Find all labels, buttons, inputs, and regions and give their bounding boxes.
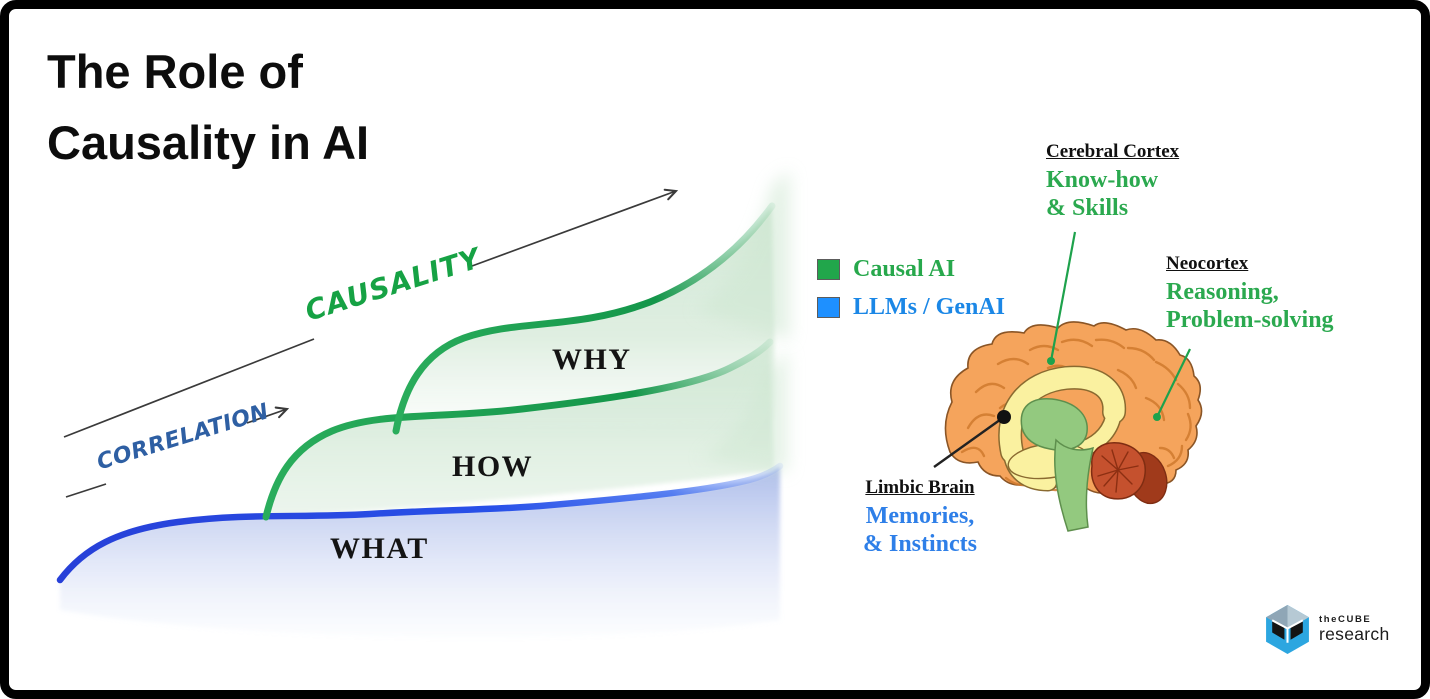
limbic-brain-heading: Limbic Brain <box>865 477 975 498</box>
slide-title-line1: The Role of <box>47 45 303 98</box>
legend-item-causal-ai: Causal AI <box>817 256 1005 283</box>
how-area <box>266 342 774 517</box>
neocortex-heading: Neocortex <box>1166 253 1249 274</box>
region-cerebral-cortex: Cerebral Cortex Know-how & Skills <box>1046 141 1179 222</box>
how-curve <box>262 338 774 521</box>
why-curve <box>392 202 776 435</box>
legend: Causal AI LLMs / GenAI <box>817 256 1005 332</box>
cerebellum-veins <box>1097 449 1139 493</box>
logo-text: theCUBE research <box>1319 614 1390 645</box>
limbic-pointer <box>933 416 1005 468</box>
llms-genai-swatch <box>817 297 840 318</box>
causality-arrow <box>471 188 679 267</box>
limbic-dot <box>997 410 1011 424</box>
limbic-brain-desc2: & Instincts <box>862 531 977 557</box>
slide-title: The Role of Causality in AI <box>47 36 369 178</box>
axis-arrows <box>63 188 679 498</box>
neocortex-pointer <box>1156 348 1191 418</box>
correlation-dash <box>65 483 107 498</box>
neocortex-desc1: Reasoning, <box>1166 279 1279 305</box>
neocortex-dot <box>1153 413 1161 421</box>
cerebral-cortex-desc2: & Skills <box>1046 195 1129 221</box>
cerebral-cortex-heading: Cerebral Cortex <box>1046 141 1180 162</box>
cube-logo-icon <box>1266 605 1309 654</box>
logo-sub-brand: research <box>1319 624 1390 644</box>
causal-ai-label: Causal AI <box>853 256 956 282</box>
correlation-arrow <box>246 406 290 424</box>
limbic-brain-desc1: Memories, <box>865 503 975 529</box>
thecube-research-logo: theCUBE research <box>1264 604 1390 655</box>
causal-ai-swatch <box>817 259 840 280</box>
why-area <box>396 206 776 431</box>
cerebral-cortex-dot <box>1047 357 1055 365</box>
region-neocortex: Neocortex Reasoning, Problem-solving <box>1166 253 1334 334</box>
maturity-curves <box>56 170 790 638</box>
llms-genai-label: LLMs / GenAI <box>853 294 1006 320</box>
logo-brand: theCUBE <box>1319 614 1372 625</box>
cerebral-cortex-desc1: Know-how <box>1046 167 1159 193</box>
stage-label-why: WHY <box>552 343 632 376</box>
brain-illustration <box>944 321 1203 532</box>
cerebral-cortex-pointer <box>1049 231 1077 362</box>
thalamus <box>1020 398 1088 451</box>
causality-arrow-segment <box>63 338 315 438</box>
brain-annotations <box>933 231 1191 468</box>
what-area <box>60 466 780 638</box>
legend-item-llms-genai: LLMs / GenAI <box>817 294 1005 321</box>
brainstem <box>1054 438 1095 532</box>
how-haze <box>700 350 788 472</box>
region-limbic-brain: Limbic Brain Memories, & Instincts <box>845 477 995 558</box>
slide-title-line2: Causality in AI <box>47 116 370 169</box>
stage-label-how: HOW <box>452 450 534 483</box>
neocortex-desc2: Problem-solving <box>1166 307 1334 333</box>
stage-label-what: WHAT <box>330 532 429 565</box>
what-curve <box>56 462 784 584</box>
